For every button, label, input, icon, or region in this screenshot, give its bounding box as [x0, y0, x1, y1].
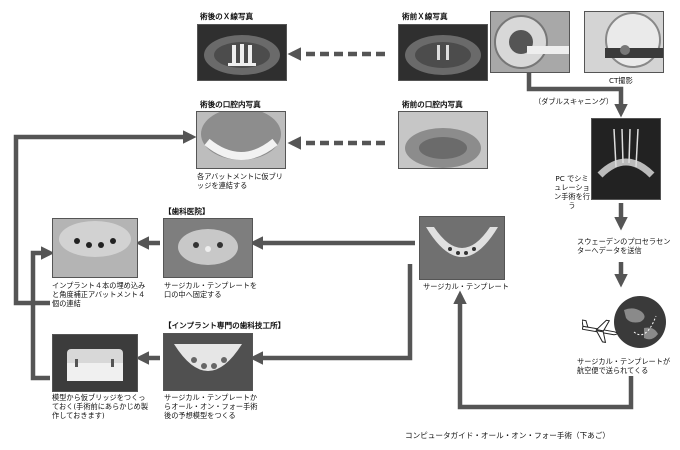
pre-intraoral-photo — [398, 111, 488, 169]
post-xray-title: 術後のＸ線写真 — [200, 12, 254, 21]
arrow-shipped-to-template — [453, 290, 634, 410]
pre-xray-title: 術前Ｘ線写真 — [402, 12, 448, 21]
pre-intraoral-title: 術前の口腔内写真 — [402, 100, 463, 109]
ct-scanner-photo-2 — [584, 11, 664, 73]
send-sweden-label: スウェーデンのプロセラセンターへデータを送信 — [577, 237, 671, 255]
mouth-photo-icon — [399, 112, 487, 168]
ct-label: CT撮影 — [609, 76, 633, 85]
post-xray-photo — [197, 24, 287, 81]
implant-connect-label: インプラント４本の埋め込みと角度補正アバットメント４個の連結 — [52, 281, 146, 308]
arrow-ct-to-pc — [526, 72, 628, 118]
implant-photo — [52, 218, 138, 278]
arrow-template-to-lab — [249, 264, 413, 365]
airplane-icon — [581, 319, 618, 344]
ct-scanner-icon — [491, 12, 569, 72]
xray-photo-icon — [204, 35, 280, 75]
arrow-model-to-implant — [30, 246, 55, 381]
pc-screen-photo — [591, 118, 661, 200]
ct-scanner-photo-1 — [490, 11, 570, 73]
xray-photo-icon — [405, 35, 481, 75]
double-scan-label: （ダブルスキャニング） — [534, 97, 614, 106]
mouth-photo-icon — [53, 219, 137, 277]
mouth-photo-icon — [197, 112, 285, 168]
fix-template-label: サージカル・テンプレートを口の中へ固定する — [164, 281, 258, 299]
model-photo-icon — [164, 334, 252, 390]
surgical-template-label: サージカル・テンプレート — [423, 282, 509, 291]
arrow-implant-to-post — [13, 130, 197, 306]
airplane-globe-illustration — [581, 292, 678, 354]
dental-clinic-title: 【歯科医院】 — [164, 207, 210, 216]
model-photo-icon — [53, 335, 137, 391]
air-shipped-label: サージカル・テンプレートが航空便で送られてくる — [577, 357, 671, 375]
pc-sim-label: PC でシミュレーション手術を行う — [554, 174, 590, 210]
abutment-bridge-label: 各アバットメントに仮ブリッジを連結する — [197, 172, 283, 190]
pre-xray-photo — [398, 24, 488, 81]
fix-template-photo — [163, 218, 253, 278]
template-icon — [420, 217, 504, 279]
post-intraoral-title: 術後の口腔内写真 — [200, 100, 261, 109]
template-photo — [419, 216, 505, 280]
mouth-photo-icon — [164, 219, 252, 277]
pc-screen-icon — [592, 119, 660, 199]
template-model-label: サージカル・テンプレートからオール・オン・フォー手術後の予想模型をつくる — [164, 393, 258, 420]
template-model-photo — [163, 333, 253, 391]
ct-scanner-icon — [585, 12, 663, 72]
post-intraoral-photo — [196, 111, 286, 169]
model-bridge-label: 模型から仮ブリッジをつくっておく(手術前にあらかじめ製作しておきます) — [52, 393, 149, 420]
dental-lab-title: 【インプラント専門の歯科技工所】 — [164, 321, 286, 330]
model-bridge-photo — [52, 334, 138, 392]
diagram-caption: コンピュータガイド・オール・オン・フォー手術（下あご） — [405, 431, 611, 440]
